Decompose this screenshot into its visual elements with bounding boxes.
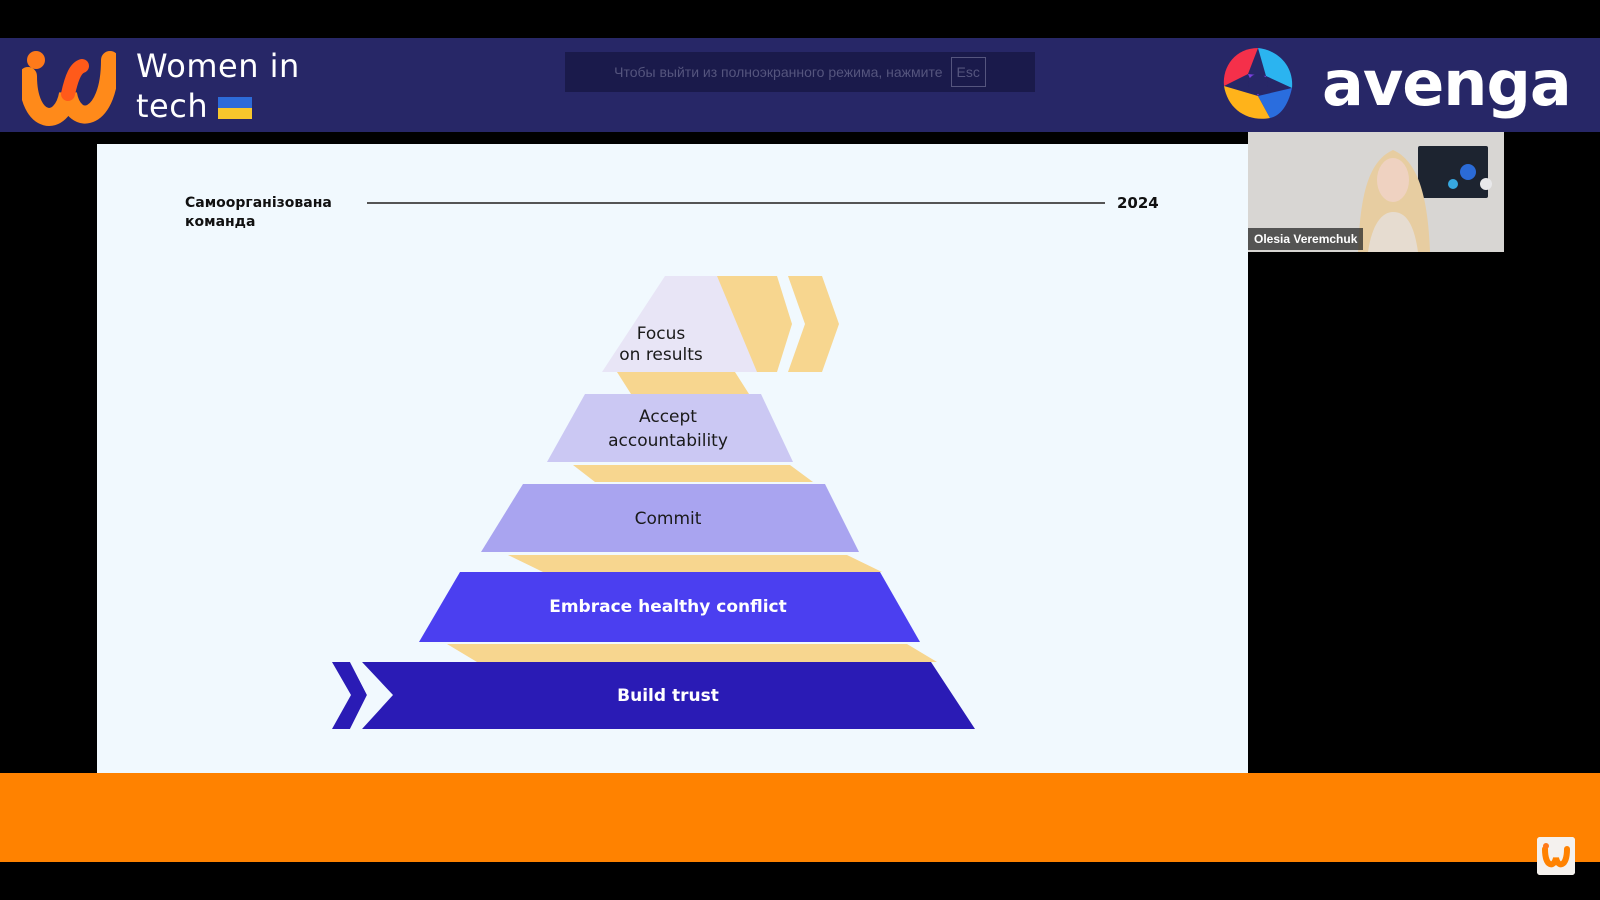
pyramid-layer-commit bbox=[481, 484, 859, 552]
fullscreen-hint-text: Чтобы выйти из полноэкранного режима, на… bbox=[614, 64, 943, 80]
women-in-tech-line2-text: tech bbox=[136, 87, 209, 125]
layer-trust-label: Build trust bbox=[617, 686, 719, 706]
esc-key[interactable]: Esc bbox=[950, 57, 986, 87]
ukraine-flag-icon bbox=[218, 97, 253, 119]
yellow-band-3 bbox=[508, 555, 882, 572]
yellow-band-4 bbox=[447, 644, 937, 662]
bottom-letterbox bbox=[0, 862, 1600, 900]
build-trust-chevron-gap bbox=[350, 662, 379, 729]
women-in-tech-logo-icon bbox=[22, 51, 116, 126]
bottom-orange-banner bbox=[0, 773, 1600, 862]
broadcast-header: Women in tech Чтобы выйти из полноэкранн… bbox=[0, 38, 1600, 132]
women-in-tech-title: Women in tech bbox=[136, 46, 300, 126]
top-chevron-arrow-shape bbox=[788, 276, 839, 372]
slide-year: 2024 bbox=[1117, 194, 1159, 212]
face-shape bbox=[1377, 158, 1409, 202]
fullscreen-exit-hint: Чтобы выйти из полноэкранного режима, на… bbox=[565, 52, 1035, 92]
pyramid-layer-accountability bbox=[547, 394, 793, 462]
women-in-tech-line1: Women in bbox=[136, 47, 300, 85]
speaker-video-tile[interactable] bbox=[1248, 132, 1504, 252]
slide-title: Самоорганізована команда bbox=[185, 195, 332, 230]
pyramid-diagram: Focus on results Accept accountability C… bbox=[332, 276, 975, 729]
women-in-tech-line2: tech bbox=[136, 86, 300, 126]
avenga-logo-icon bbox=[1223, 48, 1293, 119]
layer-accountability-label-line1: Accept bbox=[639, 407, 697, 427]
top-letterbox bbox=[0, 0, 1600, 38]
pyramid-layer-focus bbox=[602, 276, 757, 372]
poster-shape bbox=[1418, 146, 1488, 198]
layer-focus-label-line1: Focus bbox=[637, 324, 686, 344]
speaker-name-label: Olesia Veremchuk bbox=[1248, 228, 1364, 250]
pyramid-layer-conflict bbox=[419, 572, 920, 642]
speaker-video-image bbox=[1248, 132, 1504, 252]
avenga-title: avenga bbox=[1322, 47, 1572, 120]
timeline-line bbox=[367, 202, 1105, 204]
layer-accountability-label-line2: accountability bbox=[608, 431, 728, 451]
layer-commit-label: Commit bbox=[635, 509, 702, 529]
yellow-band-2 bbox=[573, 465, 813, 482]
pyramid-layer-trust bbox=[362, 662, 975, 729]
yellow-band-1 bbox=[617, 372, 749, 394]
layer-focus-label-line2: on results bbox=[619, 345, 703, 365]
presentation-slide: Самоорганізована команда 2024 Focus on r… bbox=[97, 144, 1248, 773]
layer-conflict-label: Embrace healthy conflict bbox=[549, 597, 787, 617]
build-trust-chevron-icon bbox=[332, 662, 367, 729]
corner-w-logo-icon bbox=[1537, 837, 1575, 875]
